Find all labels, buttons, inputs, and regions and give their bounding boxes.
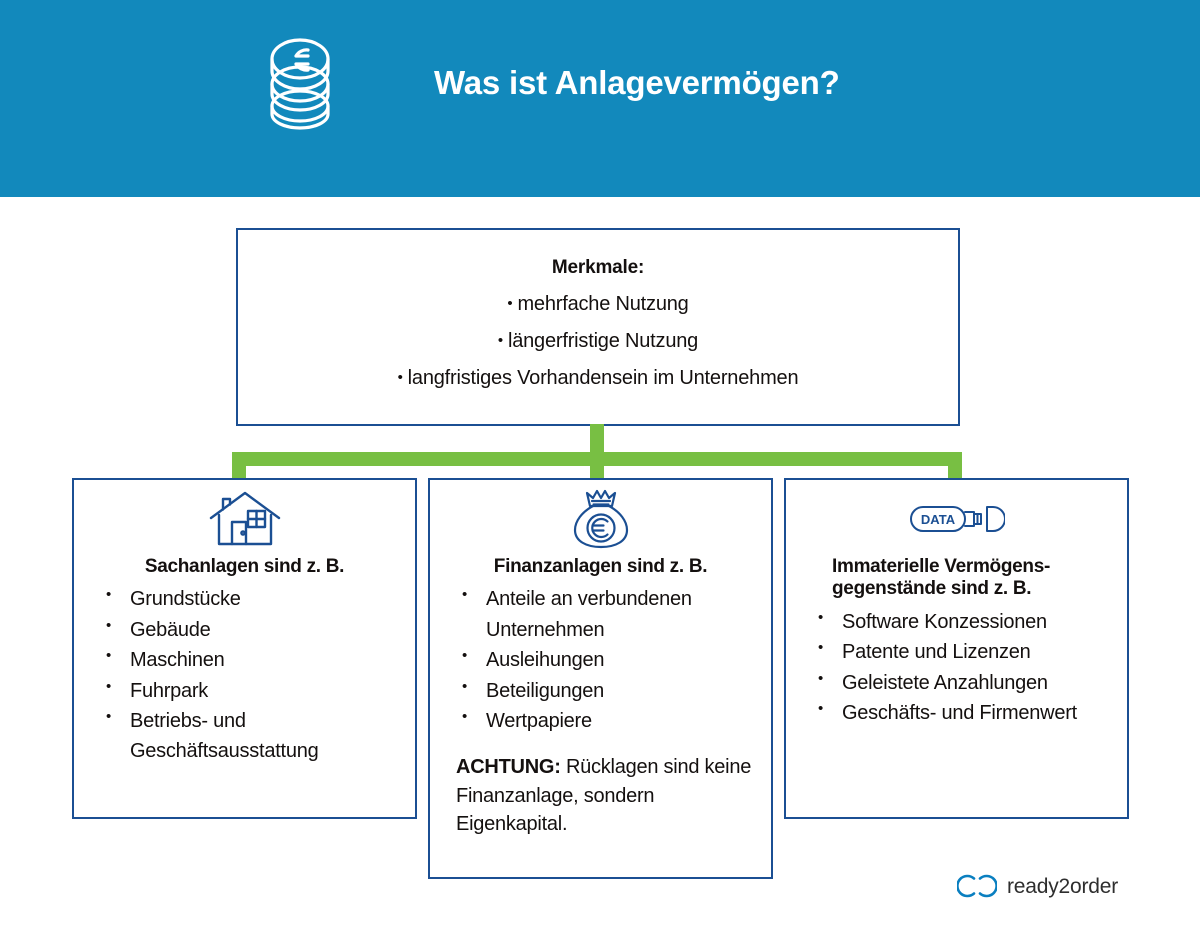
bullet-icon: • [462,677,468,695]
list-item: • Wertpapiere [456,706,761,736]
house-icon [209,491,280,546]
category-note: ACHTUNG: Rücklagen sind keine Finanzanla… [430,753,771,838]
list-item-label: Patente und Lizenzen [842,641,1031,664]
category-note-text: Rücklagen sind keine Finanzanlage, sonde… [456,756,752,836]
list-item: • Software Konzessionen [812,607,1117,637]
connector-drop-middle [590,452,604,480]
header-banner: Was ist Anlagevermögen? [0,0,1200,197]
category-icon-wrap [74,488,415,550]
merkmale-item: •langfristiges Vorhandensein im Unterneh… [238,367,958,390]
bullet-icon: • [497,332,503,349]
svg-text:DATA: DATA [920,512,955,527]
bullet-icon: • [462,586,468,604]
bullet-icon: • [106,707,112,725]
coin-stack-icon [270,38,330,130]
list-item: • Beteiligungen [456,676,761,706]
list-item-label: Wertpapiere [486,709,592,732]
brand-logo[interactable]: ready2order [957,872,1118,900]
list-item-label: Betriebs- und Geschäftsausstattung [130,709,319,763]
category-icon-wrap: DATA [786,488,1127,550]
list-item-label: Grundstücke [130,588,241,611]
usb-data-stick-icon: DATA [909,506,1005,532]
category-heading: Finanzanlagen sind z. B. [493,556,708,577]
list-item: • Gebäude [100,615,405,645]
bullet-icon: • [818,608,824,626]
ready2order-rings-icon [957,874,997,898]
bullet-icon: • [462,647,468,665]
connector-drop-left [232,452,246,480]
bullet-icon: • [818,699,824,717]
merkmale-box: Merkmale: •mehrfache Nutzung •längerfris… [236,228,960,426]
list-item: • Fuhrpark [100,676,405,706]
list-item-label: Anteile an verbundenen Unternehmen [486,588,692,641]
header-content: Was ist Anlagevermögen? [250,32,840,132]
bullet-icon: • [106,677,112,695]
page-title: Was ist Anlagevermögen? [434,63,840,101]
category-box-sachanlagen: Sachanlagen sind z. B. • Grundstücke • G… [72,478,417,819]
bullet-icon: • [397,369,403,386]
bullet-icon: • [462,707,468,725]
merkmale-title: Merkmale: [551,257,645,278]
connector-stem-top [590,424,604,457]
category-list: • Software Konzessionen • Patente und Li… [786,607,1127,729]
money-bag-euro-icon [573,489,628,549]
list-item-label: Ausleihungen [486,649,605,672]
list-item: • Betriebs- und Geschäftsausstattung [100,706,405,767]
bullet-icon: • [507,295,513,312]
list-item-label: Software Konzessionen [842,610,1047,633]
list-item: • Grundstücke [100,584,405,614]
list-item: • Geschäfts- und Firmenwert [812,698,1117,728]
category-list: • Anteile an verbundenen Unternehmen • A… [430,584,771,736]
merkmale-item-label: langfristiges Vorhandensein im Unternehm… [407,367,799,389]
merkmale-item: •mehrfache Nutzung [238,293,958,316]
category-list: • Grundstücke • Gebäude • Maschinen • Fu… [74,584,415,766]
list-item-label: Beteiligungen [486,679,604,702]
list-item: • Anteile an verbundenen Unternehmen [456,584,761,645]
list-item-label: Gebäude [130,618,211,641]
connector-drop-right [948,452,962,480]
list-item-label: Geschäfts- und Firmenwert [842,701,1077,724]
bullet-icon: • [106,586,112,604]
brand-name: ready2order [1007,874,1119,898]
merkmale-item-label: längerfristige Nutzung [507,330,699,352]
category-heading: Immaterielle Vermögens-gegenstände sind … [832,556,1051,600]
category-note-label: ACHTUNG: [456,756,561,779]
list-item: • Geleistete Anzahlungen [812,668,1117,698]
list-item: • Ausleihungen [456,645,761,675]
category-heading: Sachanlagen sind z. B. [144,556,345,577]
list-item: • Maschinen [100,645,405,675]
bullet-icon: • [106,616,112,634]
bullet-icon: • [106,647,112,665]
list-item-label: Fuhrpark [130,679,209,702]
category-box-immaterielle-vermoegensgegenstaende: DATA Immaterielle Vermögens-gegenstände … [784,478,1129,819]
merkmale-item: •längerfristige Nutzung [238,330,958,353]
bullet-icon: • [818,669,824,687]
category-icon-wrap [430,488,771,550]
list-item: • Patente und Lizenzen [812,637,1117,667]
list-item-label: Geleistete Anzahlungen [842,671,1048,694]
category-box-finanzanlagen: Finanzanlagen sind z. B. • Anteile an ve… [428,478,773,879]
bullet-icon: • [818,639,824,657]
merkmale-item-label: mehrfache Nutzung [517,293,689,315]
list-item-label: Maschinen [130,649,225,672]
